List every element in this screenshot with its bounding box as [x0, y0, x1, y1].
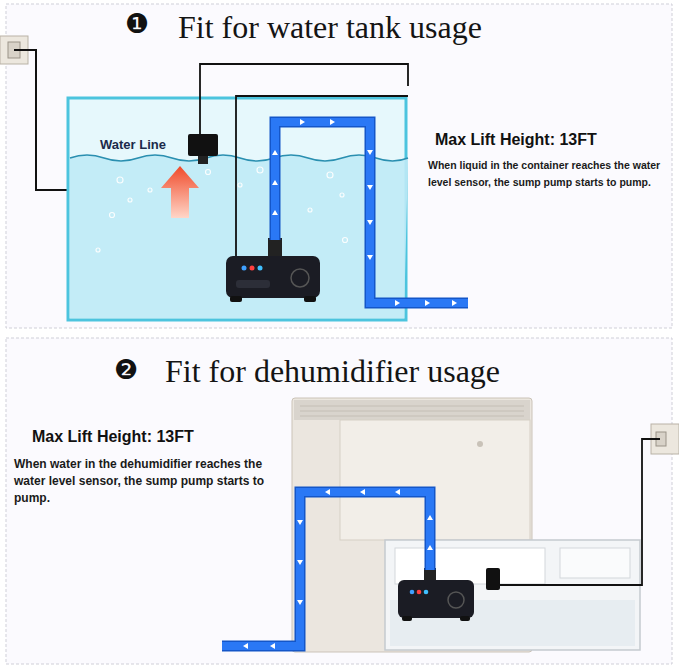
callout-number: ❷ [114, 354, 138, 385]
usage-panel: Fit for dehumidifier usageMax Lift Heigh… [6, 338, 672, 664]
lift-height: Max Lift Height: 13FT [435, 130, 597, 150]
lift-height: Max Lift Height: 13FT [32, 427, 194, 447]
usage-panel: Fit for water tank usageMax Lift Height:… [6, 4, 672, 328]
panel-heading: Fit for water tank usage [178, 9, 482, 45]
water-line-label: Water Line [100, 138, 166, 153]
panel-heading: Fit for dehumidifier usage [165, 353, 500, 389]
callout-number: ❶ [125, 8, 149, 39]
description: When liquid in the container reaches the… [428, 157, 666, 191]
description: When water in the dehumidifier reaches t… [14, 456, 288, 507]
